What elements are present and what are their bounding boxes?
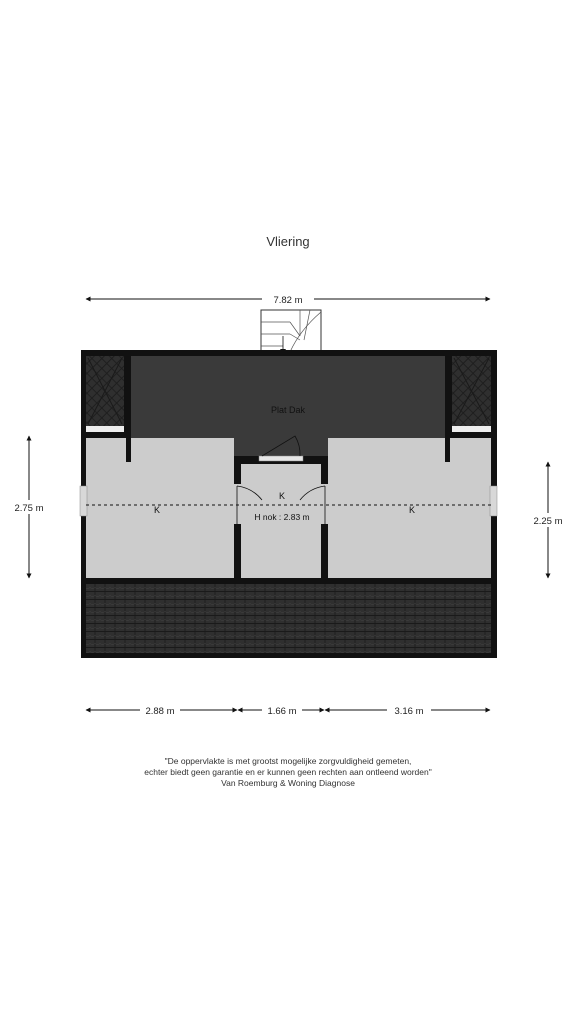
knee-label-left: K — [154, 505, 160, 515]
total-width-label: 7.82 m — [273, 295, 302, 306]
door-swing-right — [299, 485, 326, 524]
roof-door-swing — [261, 435, 301, 457]
knee-label-right: K — [409, 505, 415, 515]
dimension-right-height: 2.25 m — [528, 461, 568, 579]
staircase — [260, 309, 322, 357]
flat-roof-label: Plat Dak — [271, 405, 306, 415]
disclaimer-line-1: "De oppervlakte is met grootst mogelijke… — [164, 756, 412, 766]
room-middle — [241, 464, 321, 578]
left-room-width-label: 2.88 m — [145, 706, 174, 717]
disclaimer: "De oppervlakte is met grootst mogelijke… — [0, 756, 576, 789]
middle-room-width-label: 1.66 m — [267, 706, 296, 717]
right-room-width-label: 3.16 m — [394, 706, 423, 717]
left-height-label: 2.75 m — [14, 503, 43, 514]
knee-label-middle: K — [279, 491, 285, 501]
dimension-left-height: 2.75 m — [10, 435, 48, 579]
right-height-label: 2.25 m — [533, 516, 562, 527]
dimension-total-width: 7.82 m — [85, 292, 491, 306]
roof-tiles-bottom — [86, 584, 491, 653]
disclaimer-line-3: Van Roemburg & Woning Diagnose — [221, 778, 355, 788]
window-left — [79, 485, 88, 517]
floor-title: Vliering — [266, 234, 310, 249]
dimension-bottom-widths: 2.88 m 1.66 m 3.16 m — [85, 703, 491, 717]
ridge-height-label: H nok : 2.83 m — [254, 512, 309, 522]
window-right — [489, 485, 498, 517]
disclaimer-line-2: echter biedt geen garantie en er kunnen … — [144, 767, 432, 777]
